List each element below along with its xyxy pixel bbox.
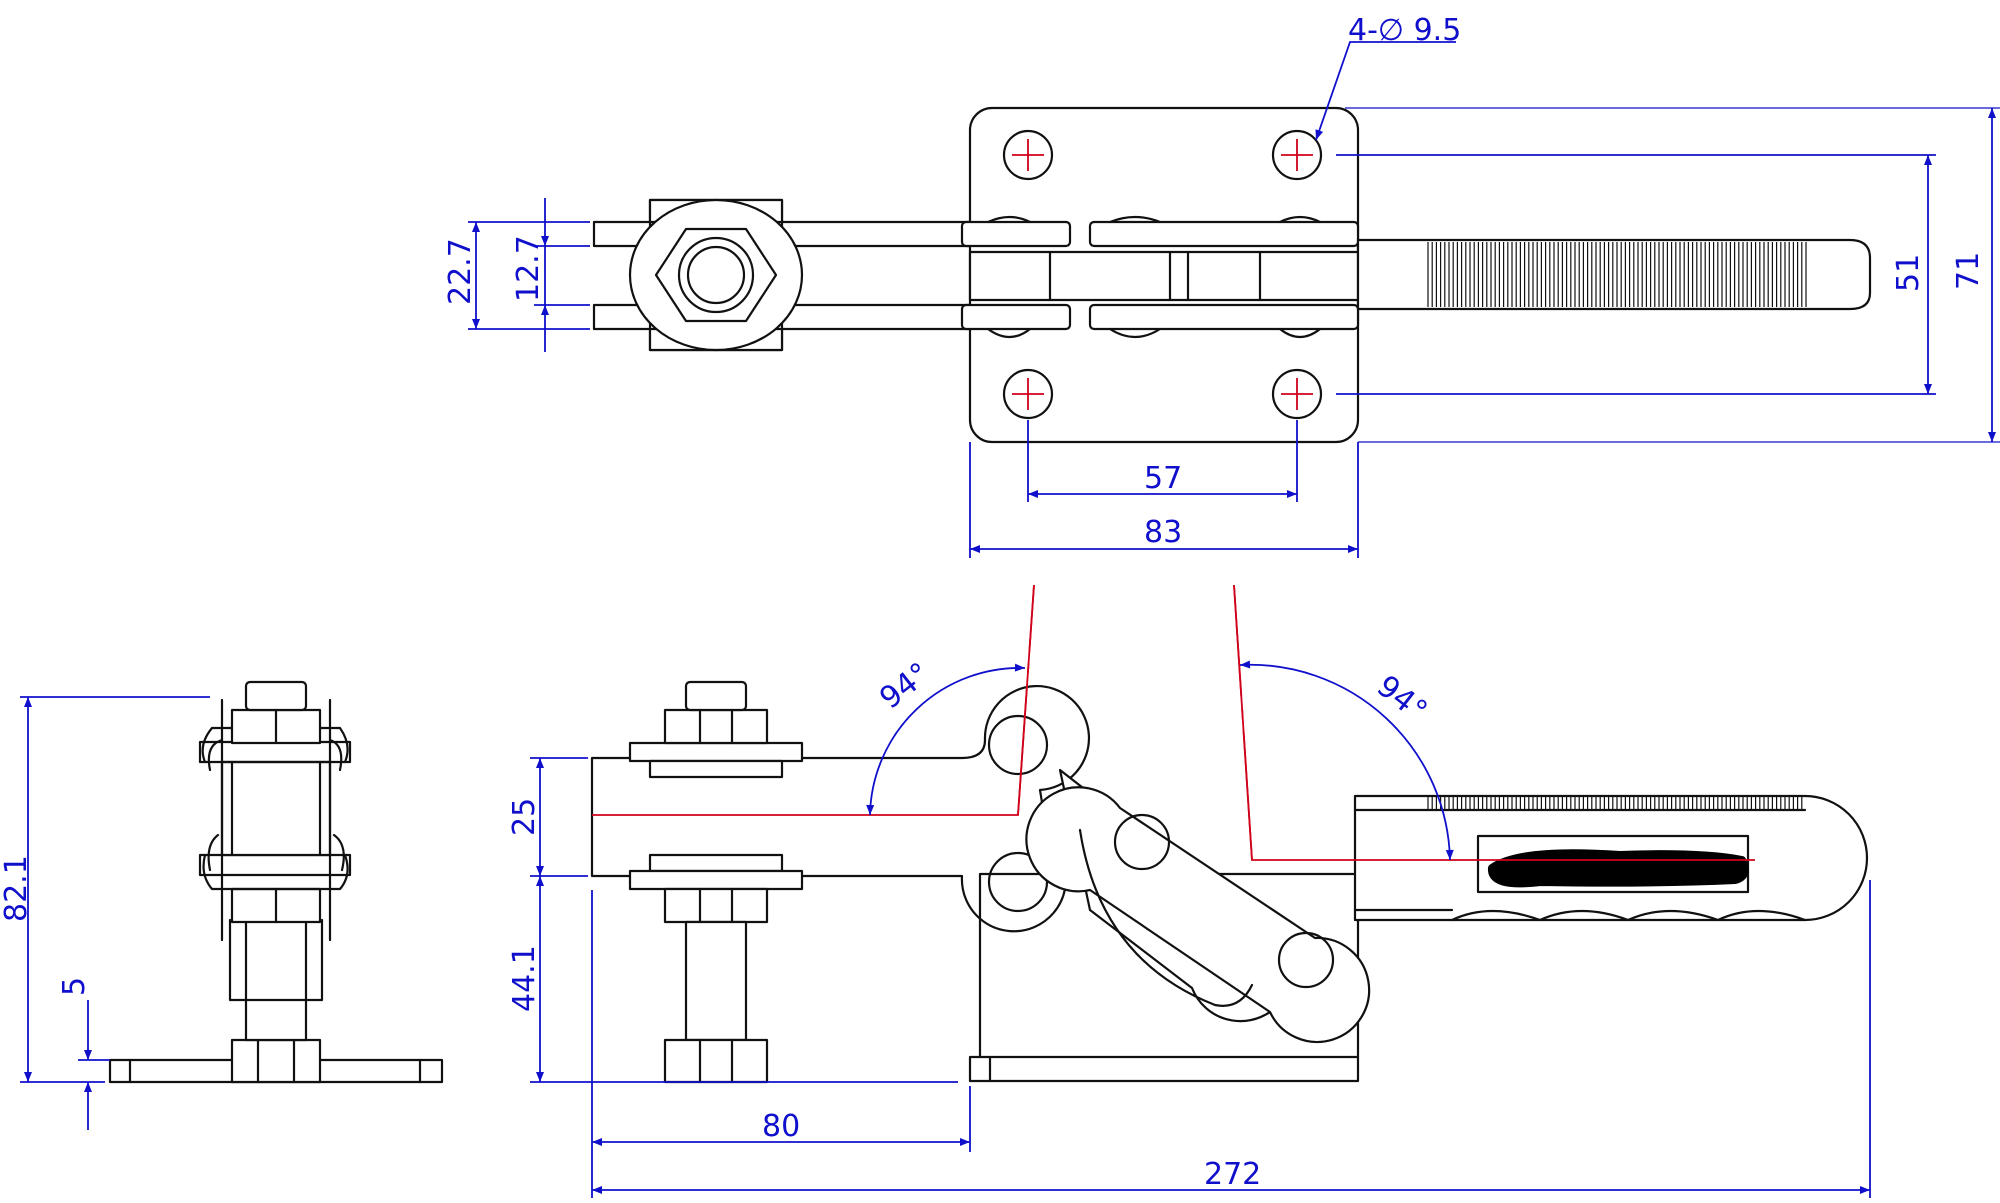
angle-left-label: 94° [873,656,936,716]
top-view: 4-∅ 9.5 71 51 57 83 22.7 [443,13,2000,558]
spindle-side [628,680,804,1084]
dim-57-label: 57 [1144,461,1182,496]
dim-83-label: 83 [1144,515,1182,550]
linkage-side [1025,768,1371,1044]
angle-right-label: 94° [1370,669,1433,729]
dim-71-label: 71 [1951,252,1986,290]
dim-12-7-label: 12.7 [511,235,546,302]
dimension-hole-callout: 4-∅ 9.5 [1315,13,1461,141]
dimension-25: 25 [507,757,588,877]
base-plate-side [968,1055,1360,1083]
dimension-5: 5 [57,977,110,1130]
dimension-51: 51 [1336,154,1936,395]
hole-callout-label: 4-∅ 9.5 [1348,13,1461,48]
dim-25-label: 25 [507,798,542,836]
angle-dim-left: 94° [866,656,1026,816]
dim-272-label: 272 [1204,1157,1261,1192]
dimension-22-7: 22.7 [443,221,590,330]
grip-mark [1488,849,1749,888]
dim-22-7-label: 22.7 [443,238,478,305]
dimension-71: 71 [1345,107,2000,443]
side-view: 94° 94° 25 44.1 80 272 [507,584,1871,1198]
handle-side [1353,794,1869,922]
dim-44-1-label: 44.1 [507,945,542,1012]
dimension-80: 80 [591,890,971,1198]
linkage-top [960,215,1360,339]
spindle-holder-top [628,198,804,352]
dim-80-label: 80 [762,1109,800,1144]
dim-82-1-label: 82.1 [0,855,34,922]
dimension-12-7: 12.7 [511,198,590,352]
dimension-83: 83 [969,442,1359,558]
dim-5-label: 5 [57,977,92,996]
handle-top [1356,238,1872,311]
dimension-272: 272 [592,880,1871,1198]
mounting-holes [1002,129,1323,420]
end-view: 82.1 5 [0,680,444,1130]
dimension-44-1: 44.1 [507,876,958,1083]
dimension-57: 57 [1027,420,1298,502]
dimension-82-1: 82.1 [0,696,210,1083]
dim-51-label: 51 [1891,254,1926,292]
